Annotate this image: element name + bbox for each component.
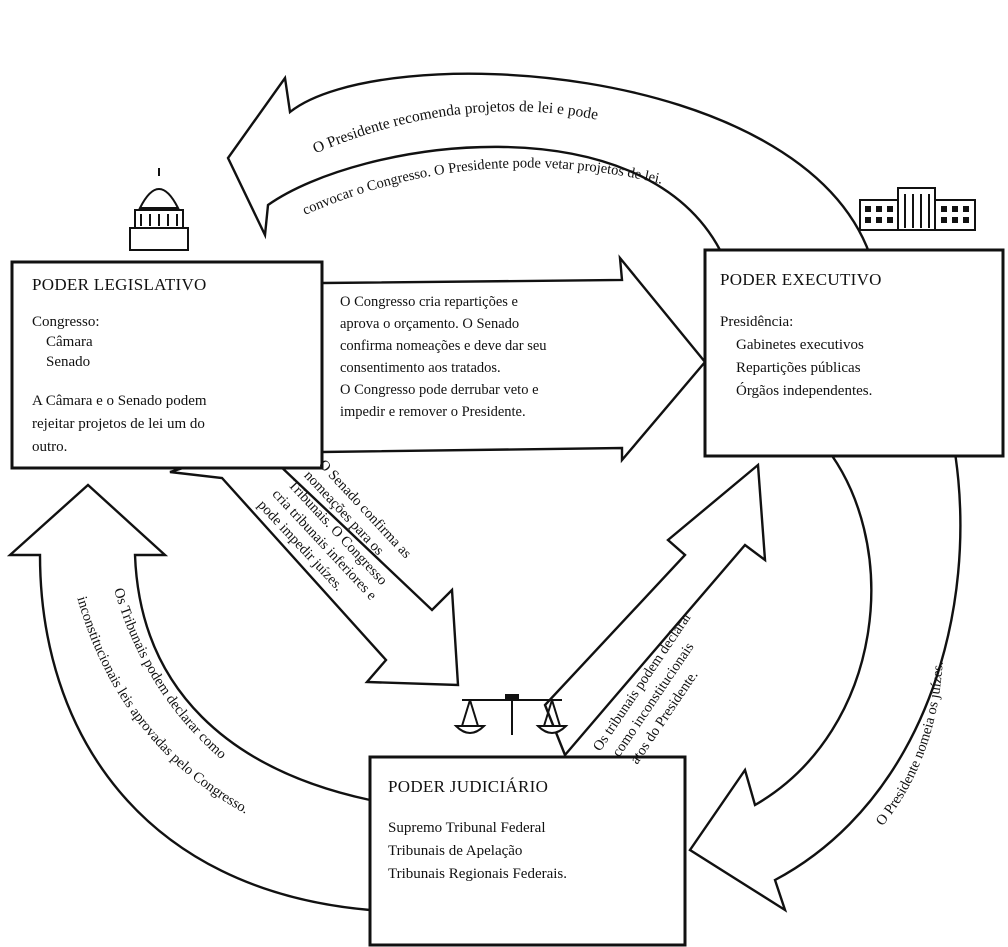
judicial-box <box>368 755 687 947</box>
legislative-box <box>10 260 324 470</box>
executive-line: Gabinetes executivos <box>736 337 864 353</box>
judicial-line: Supremo Tribunal Federal <box>388 820 546 836</box>
legislative-line: outro. <box>32 439 67 455</box>
executive-title: PODER EXECUTIVO <box>720 270 882 289</box>
executive-line: Presidência: <box>720 314 793 330</box>
leg-to-exec-line: consentimento aos tratados. <box>340 360 501 376</box>
leg-to-exec-line: impedir e remover o Presidente. <box>340 404 526 420</box>
legislative-line: Câmara <box>46 334 93 350</box>
arrow-leg-to-jud <box>169 443 460 687</box>
leg-to-exec-line: confirma nomeações e deve dar seu <box>340 338 547 354</box>
judicial-title: PODER JUDICIÁRIO <box>388 777 548 796</box>
arrow-jud-to-exec <box>543 462 767 758</box>
arrow-leg-to-exec <box>320 254 707 464</box>
legislative-line: Congresso: <box>32 314 100 330</box>
arrow-exec-to-leg <box>226 72 872 257</box>
capitol-dome-icon <box>129 168 189 251</box>
leg-to-exec-line: aprova o orçamento. O Senado <box>340 316 519 332</box>
white-house-icon <box>859 187 976 231</box>
legislative-title: PODER LEGISLATIVO <box>32 275 207 294</box>
legislative-line: rejeitar projetos de lei um do <box>32 416 205 432</box>
judicial-line: Tribunais de Apelação <box>388 843 522 859</box>
executive-line: Repartições públicas <box>736 360 861 376</box>
executive-box <box>703 248 1005 458</box>
leg-to-exec-line: O Congresso pode derrubar veto e <box>340 382 539 398</box>
legislative-line: A Câmara e o Senado podem <box>32 393 207 409</box>
scales-of-justice-icon <box>453 694 569 735</box>
executive-line: Órgãos independentes. <box>736 382 872 399</box>
legislative-line: Senado <box>46 354 90 370</box>
arrow-jud-to-leg <box>6 483 372 912</box>
leg-to-exec-line: O Congresso cria repartições e <box>340 294 518 310</box>
judicial-line: Tribunais Regionais Federais. <box>388 866 567 882</box>
